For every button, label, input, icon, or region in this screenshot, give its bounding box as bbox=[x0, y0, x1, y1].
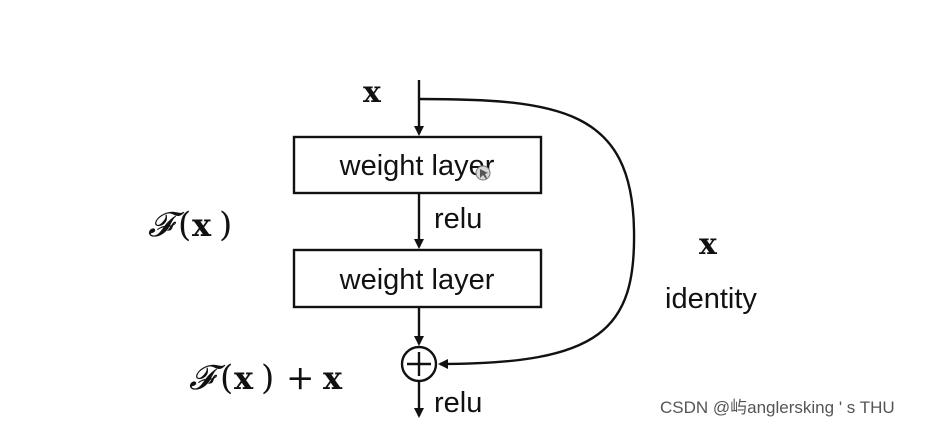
svg-text:): ) bbox=[219, 205, 232, 245]
identity-shortcut-path bbox=[418, 97, 636, 369]
weight-layer-2-box bbox=[292, 248, 543, 309]
relu-label-middle: relu bbox=[434, 203, 482, 235]
input-x-label: x bbox=[363, 75, 382, 110]
svg-text:): ) bbox=[261, 358, 274, 398]
addition-node bbox=[400, 345, 438, 383]
csdn-watermark: CSDN @屿anglersking ' s THU bbox=[660, 398, 895, 417]
svg-text:x: x bbox=[192, 206, 212, 244]
cursor-icon bbox=[475, 165, 491, 181]
svg-text:(: ( bbox=[178, 205, 191, 245]
identity-label: identity bbox=[665, 283, 757, 315]
weight-layer-1-label: weight layer bbox=[339, 150, 495, 182]
svg-text:(: ( bbox=[220, 358, 233, 398]
shortcut-x-label: x bbox=[699, 227, 718, 262]
sum-label: 𝓕 ( x ) + x bbox=[189, 358, 343, 398]
weight-layer-2-label: weight layer bbox=[339, 264, 495, 296]
svg-text:x: x bbox=[323, 359, 343, 397]
weight-layer-1-box bbox=[292, 135, 543, 195]
svg-text:x: x bbox=[234, 359, 254, 397]
relu-label-output: relu bbox=[434, 387, 482, 419]
residual-function-label: 𝓕 ( x ) bbox=[148, 205, 232, 245]
svg-text:+: + bbox=[286, 358, 315, 398]
